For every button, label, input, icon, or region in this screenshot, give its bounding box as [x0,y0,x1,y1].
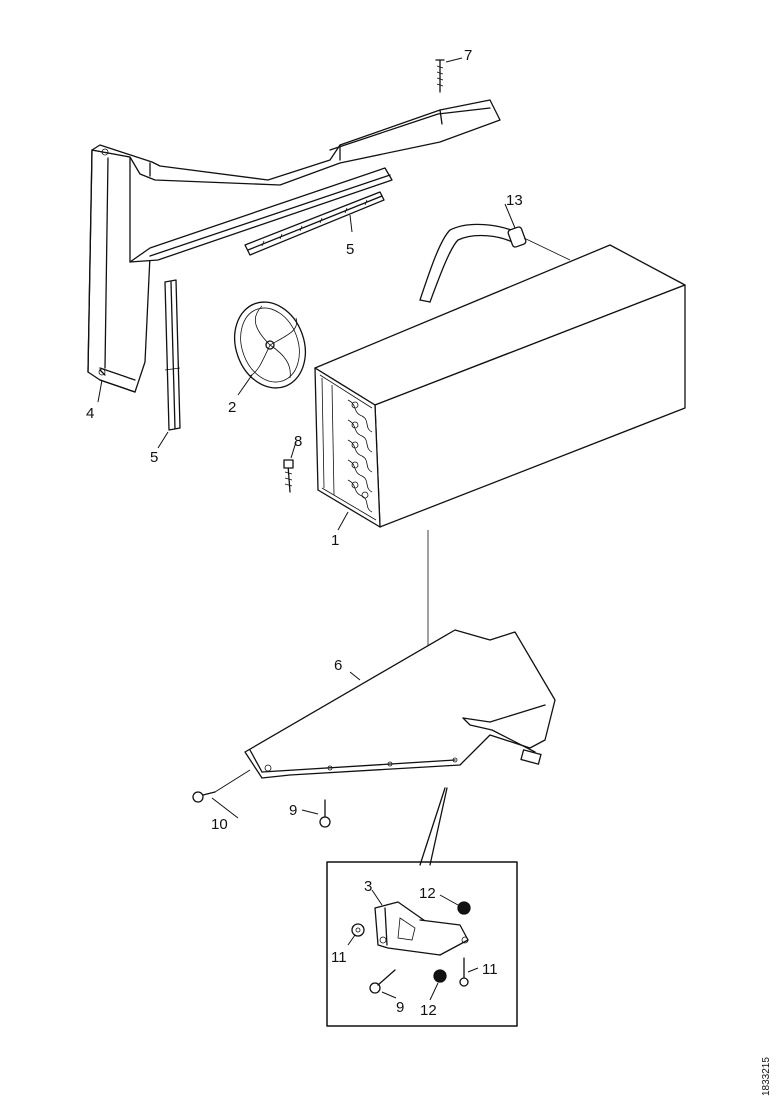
callout-3: 3 [364,878,372,895]
callout-8: 8 [294,433,302,450]
rail-strip-left [164,279,181,431]
callout-4: 4 [86,405,94,422]
callout-11-right: 11 [482,961,498,978]
screw-8 [283,459,294,493]
callout-9-inset: 9 [396,999,404,1016]
callout-9-base: 9 [289,802,297,819]
callout-1: 1 [331,532,339,549]
rail-strip-top [244,191,385,256]
leader-lines [97,57,516,1001]
screw-9-inset [369,969,396,994]
nut-11-left [351,923,365,937]
detail-inset [326,787,518,1027]
callout-5-top: 5 [346,241,354,258]
document-number: 1833215 [761,1057,772,1096]
callout-2: 2 [228,399,236,416]
screw-11-right [459,957,469,987]
callout-11-left: 11 [331,949,347,966]
callout-7: 7 [464,47,472,64]
frame-assembly [87,99,501,393]
fan-blade [234,301,306,389]
grommet-12-bottom [433,969,447,983]
callout-6: 6 [334,657,342,674]
callout-labels: 7 13 5 4 2 5 8 1 6 9 10 3 12 11 11 9 12 [86,47,523,1019]
screw-10 [192,769,251,803]
screw-7 [435,59,445,93]
base-pan [244,629,556,779]
callout-13: 13 [506,192,523,209]
callout-12-bottom: 12 [420,1002,437,1019]
callout-12-top: 12 [419,885,436,902]
coil-box [314,244,686,528]
screw-9-base [319,799,331,828]
refrigerant-tube [419,223,571,303]
callout-5-left: 5 [150,449,158,466]
callout-10: 10 [211,816,228,833]
grommet-12-top [457,901,471,915]
